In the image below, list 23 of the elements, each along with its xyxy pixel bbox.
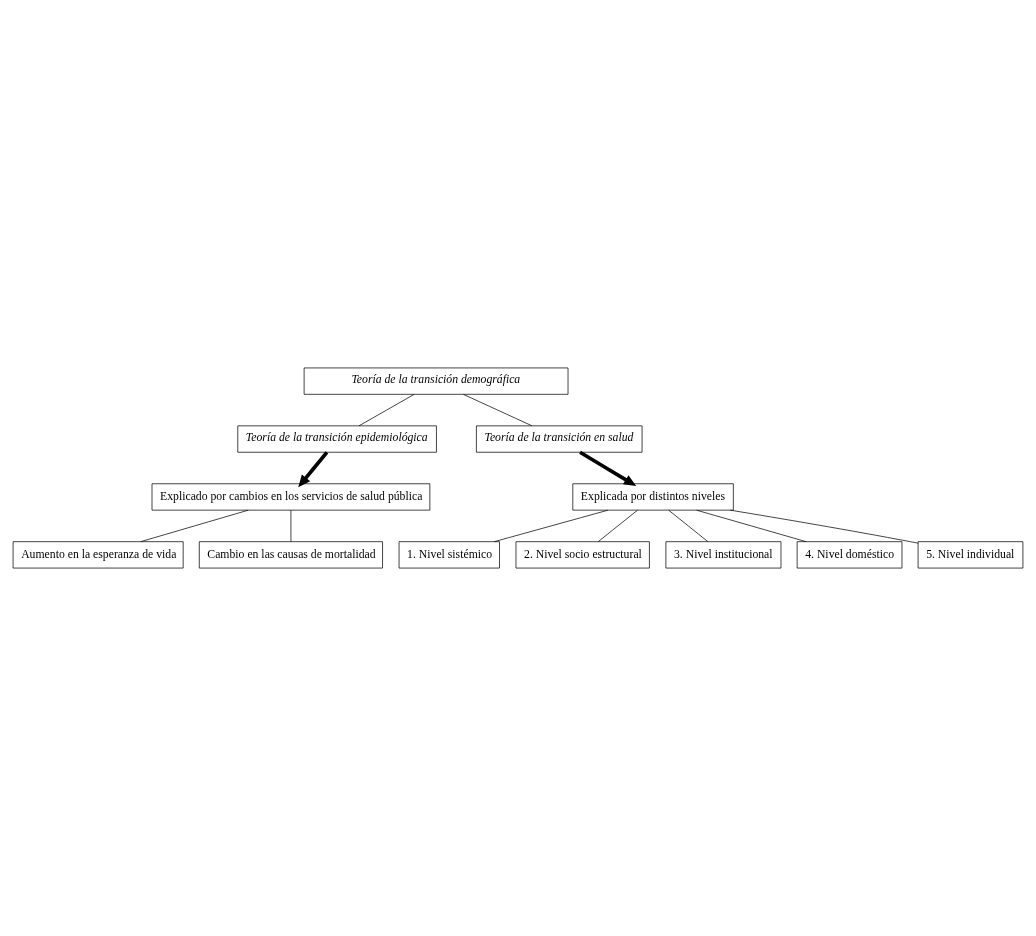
node-box: Explicada por distintos niveles bbox=[572, 483, 734, 511]
arrow bbox=[579, 450, 637, 487]
node-box: Teoría de la transición en salud bbox=[476, 425, 643, 453]
node-box: Aumento en la esperanza de vida bbox=[12, 541, 184, 569]
node-box: 5. Nivel individual bbox=[917, 541, 1024, 569]
arrow bbox=[298, 451, 329, 488]
connector bbox=[140, 509, 249, 542]
node-box: 4. Nivel doméstico bbox=[796, 541, 903, 569]
node-box: 2. Nivel socio estructural bbox=[515, 541, 650, 569]
node-box: Teoría de la transición demográfica bbox=[303, 367, 569, 395]
connector bbox=[290, 509, 292, 542]
connector bbox=[358, 394, 415, 427]
node-box: Teoría de la transición epidemiológica bbox=[237, 425, 437, 453]
connector bbox=[494, 509, 609, 542]
connector bbox=[668, 509, 709, 542]
node-box: Explicado por cambios en los servicios de salud pública bbox=[151, 483, 431, 511]
node-box: 3. Nivel institucional bbox=[665, 541, 782, 569]
connector bbox=[696, 509, 807, 542]
connector bbox=[597, 509, 638, 542]
connector bbox=[463, 394, 533, 427]
node-box: 1. Nivel sistémico bbox=[398, 541, 500, 569]
node-box: Cambio en las causas de mortalidad bbox=[198, 541, 383, 569]
connector bbox=[729, 509, 919, 544]
